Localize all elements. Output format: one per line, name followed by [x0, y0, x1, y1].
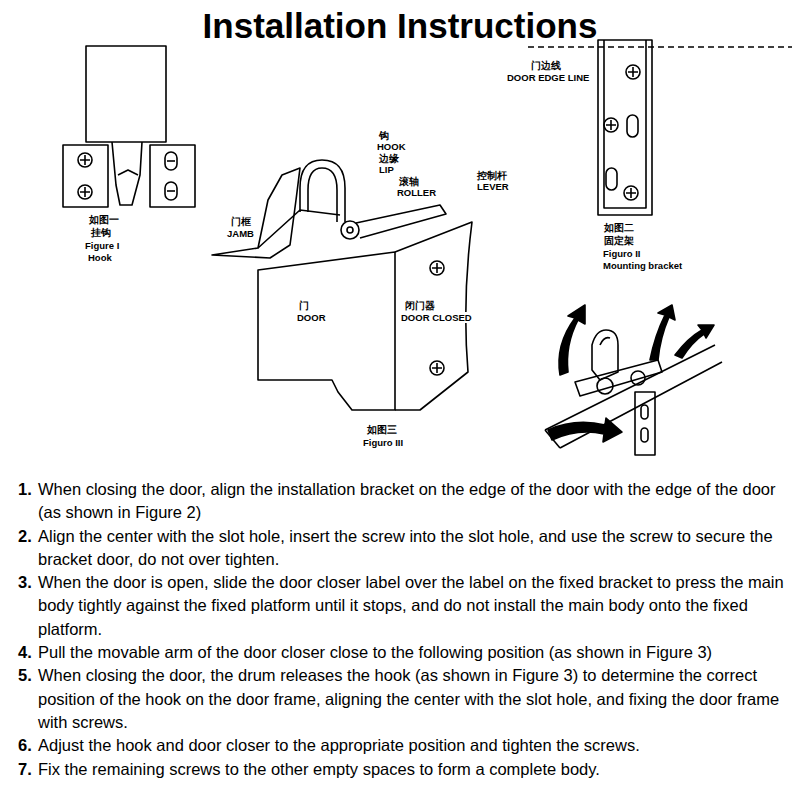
hook-figure — [63, 46, 195, 207]
instruction-list: 1.When closing the door, align the insta… — [18, 478, 788, 781]
figure-label: 如图二 — [603, 222, 635, 233]
figure-label: Hook — [87, 252, 113, 263]
figure-label: Figure I — [84, 240, 120, 251]
figure-label: 边缘 — [378, 153, 400, 164]
figure-label: Mounting bracket — [602, 260, 683, 271]
step-number: 1. — [18, 478, 38, 525]
figure-label: 如图一 — [88, 214, 120, 225]
step-text: When closing the door, the drum releases… — [38, 664, 788, 734]
instruction-step: 4.Pull the movable arm of the door close… — [18, 641, 788, 664]
page-title: Installation Instructions — [0, 6, 800, 46]
instruction-step: 5.When closing the door, the drum releas… — [18, 664, 788, 734]
figure-label: 门边线 — [530, 60, 562, 71]
step-number: 4. — [18, 641, 38, 664]
figure-label: JAMB — [226, 228, 255, 239]
step-number: 5. — [18, 664, 38, 734]
figure-label: DOOR EDGE LINE — [506, 72, 590, 83]
closer-assembly-figure — [212, 160, 472, 410]
figure-label: Figuro II — [602, 248, 641, 259]
figure-label: Figuro III — [362, 437, 404, 448]
step-number: 2. — [18, 525, 38, 572]
step-text: Pull the movable arm of the door closer … — [38, 641, 788, 664]
figure-label: 闭门器 — [404, 300, 436, 311]
installed-perspective-figure — [545, 305, 722, 455]
figure-label: 控制杆 — [476, 170, 508, 181]
instruction-step: 2.Align the center with the slot hole, i… — [18, 525, 788, 572]
instruction-step: 7.Fix the remaining screws to the other … — [18, 758, 788, 781]
instruction-step: 6.Adjust the hook and door closer to the… — [18, 734, 788, 757]
step-text: Fix the remaining screws to the other em… — [38, 758, 788, 781]
instruction-step: 3.When the door is open, slide the door … — [18, 571, 788, 641]
step-text: Align the center with the slot hole, ins… — [38, 525, 788, 572]
figure-label: 挂钩 — [90, 227, 112, 238]
instruction-step: 1.When closing the door, align the insta… — [18, 478, 788, 525]
figure-label: 门 — [298, 300, 310, 311]
figure-label: 固定架 — [603, 235, 635, 246]
figure-label: LIP — [378, 164, 395, 175]
step-number: 7. — [18, 758, 38, 781]
figure-label: 滚轴 — [398, 176, 420, 187]
step-text: When the door is open, slide the door cl… — [38, 571, 788, 641]
step-number: 6. — [18, 734, 38, 757]
figure-label: 门框 — [230, 216, 252, 227]
figure-label: LEVER — [476, 181, 510, 192]
step-text: Adjust the hook and door closer to the a… — [38, 734, 788, 757]
figure-label: ROLLER — [396, 187, 437, 198]
mounting-bracket-figure — [528, 40, 792, 215]
figure-label: HOOK — [376, 141, 407, 152]
figure-label: DOOR CLOSED — [400, 312, 473, 323]
figure-label: 如图三 — [366, 424, 398, 435]
step-number: 3. — [18, 571, 38, 641]
figure-label: DOOR — [296, 312, 327, 323]
figure-label: 钩 — [378, 130, 390, 141]
step-text: When closing the door, align the install… — [38, 478, 788, 525]
